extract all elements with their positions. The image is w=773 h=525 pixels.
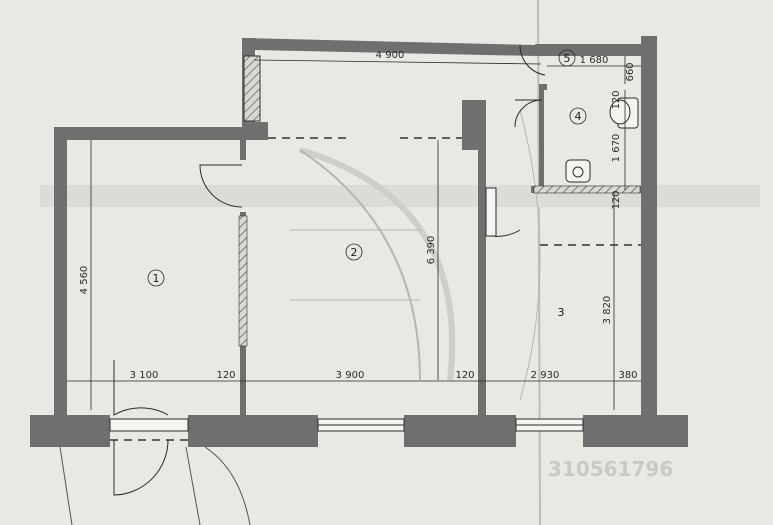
dim-top-1680: 1 680: [580, 55, 609, 66]
dim-bottom-3900: 3 900: [336, 370, 365, 381]
dim-bottom-120-a: 120: [216, 370, 235, 381]
sink: [565, 159, 591, 183]
hatched-wall-bath: [533, 185, 641, 194]
room-marker-1: 1: [147, 269, 165, 287]
dim-side-660: 660: [625, 62, 636, 81]
room-marker-4: 4: [569, 107, 587, 125]
svg-text:1: 1: [153, 272, 160, 285]
hatched-wall-room1-2: [238, 215, 248, 347]
dim-bottom-120-b: 120: [455, 370, 474, 381]
dim-bottom-3100: 3 100: [130, 370, 159, 381]
dim-height-4560: 4 560: [79, 266, 90, 295]
paper-fold: [537, 0, 541, 525]
dashed-openings: [110, 137, 641, 441]
watermark-text: 310561796: [548, 457, 673, 481]
exterior-walls: [30, 36, 688, 447]
dim-side-1670: 1 670: [611, 134, 622, 163]
windows: [109, 418, 584, 432]
dim-side-120-top: 120: [611, 90, 622, 109]
svg-text:4: 4: [575, 110, 582, 123]
dim-height-6390: 6 390: [426, 236, 437, 265]
dim-side-120-mid: 120: [611, 190, 622, 209]
room-marker-5: 5: [558, 49, 576, 67]
doors: [113, 44, 546, 496]
dimension-lines: [67, 56, 641, 410]
room-marker-3: 3: [558, 306, 565, 319]
dim-bottom-2930: 2 930: [531, 370, 560, 381]
svg-text:2: 2: [351, 246, 358, 259]
dim-bottom-380: 380: [618, 370, 637, 381]
dim-top-4900: 4 900: [376, 50, 405, 61]
hatched-wall-top-left: [243, 55, 261, 122]
dim-height-3820: 3 820: [602, 296, 613, 325]
svg-text:3: 3: [558, 306, 565, 319]
room-marker-2: 2: [345, 243, 363, 261]
svg-text:5: 5: [564, 52, 571, 65]
exterior-lines: [59, 446, 251, 525]
